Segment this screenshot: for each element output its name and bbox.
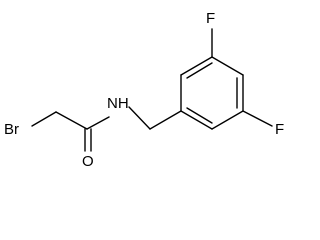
atom-fluorine-top: F bbox=[206, 10, 215, 27]
ring-bond-6 bbox=[180, 110, 213, 130]
ring-bond-2 bbox=[180, 56, 213, 76]
bond-c-f-bottom bbox=[242, 110, 273, 127]
bond-ch2-carbonyl bbox=[55, 111, 88, 130]
structure-diagram: Br O NH F F bbox=[4, 10, 284, 170]
atom-bromine: Br bbox=[4, 121, 19, 138]
ring-inner-bond-3 bbox=[186, 107, 213, 124]
bond-carbonyl-n bbox=[86, 116, 110, 130]
bond-ch2-ring bbox=[149, 110, 182, 130]
bond-br-ch2 bbox=[31, 111, 57, 127]
ring-inner-bond-1 bbox=[186, 62, 213, 79]
bond-n-ch2 bbox=[128, 106, 151, 130]
ring-bond-5 bbox=[211, 110, 244, 130]
atom-nitrogen: NH bbox=[107, 95, 129, 112]
atom-oxygen: O bbox=[82, 153, 94, 170]
ring-bond-3 bbox=[211, 56, 244, 76]
atom-fluorine-bottom: F bbox=[275, 121, 284, 138]
